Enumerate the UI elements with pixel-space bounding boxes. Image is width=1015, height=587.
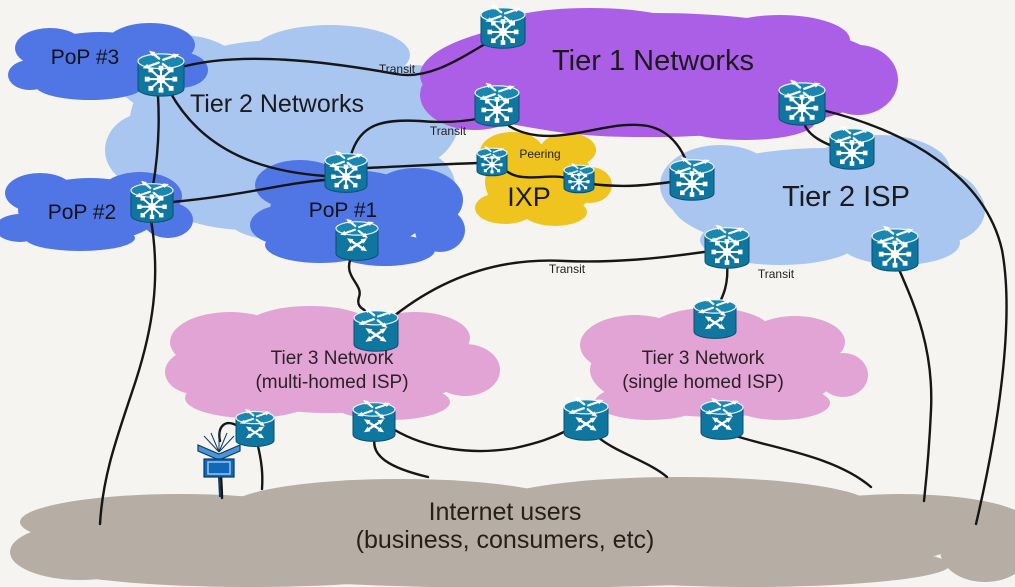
x-arrows-icon — [704, 316, 726, 330]
router-top-arrows-icon — [357, 399, 391, 420]
edge-t3multi-p-to-antenna — [218, 421, 240, 443]
router-tier2isp-low-router — [704, 224, 750, 269]
router-tier2isp-right-router — [871, 225, 919, 272]
router-ixp-left-router — [476, 146, 508, 177]
tier3-multi-label-1: (multi-homed ISP) — [255, 372, 408, 393]
hub-face-icon — [481, 97, 513, 123]
hub-face-icon — [144, 65, 178, 93]
edge-pop1rtr-to-tier1low — [349, 116, 484, 157]
router-top-arrows-icon — [329, 150, 363, 171]
cloud-pop1 — [250, 160, 465, 266]
router-mid-access-router — [563, 396, 609, 441]
router-top-arrows-icon — [876, 225, 914, 247]
router-tier1-top-router — [480, 4, 526, 49]
edge-pop3rtr-to-pop1rtr — [168, 90, 327, 178]
router-top-arrows-icon — [709, 224, 745, 245]
hub-face-icon — [878, 240, 912, 268]
edge-t3multi-to-midrtr — [391, 427, 568, 453]
cloud-tier3-multi — [165, 306, 500, 420]
router-top-arrows-icon — [340, 218, 374, 239]
router-pop2-router — [130, 180, 174, 223]
x-arrows-icon — [346, 238, 368, 252]
edge-t1right-to-users — [820, 108, 1008, 526]
edge-label-transit-3: Transit — [549, 262, 586, 276]
router-top-arrows-icon — [479, 82, 515, 103]
router-tier2isp-top-router — [829, 125, 875, 170]
edge-midrtr-to-users — [596, 435, 669, 479]
edge-label-transit-1: Transit — [379, 62, 416, 76]
router-pop3-router — [137, 50, 185, 97]
edge-pop2rtr-to-users — [98, 218, 157, 526]
edge-pop3rtr-to-pop2rtr — [151, 94, 160, 188]
hub-face-icon — [836, 140, 868, 166]
tier2-networks-label-0: Tier 2 Networks — [190, 90, 364, 118]
edge-ixp-left-to-ixp-inner — [503, 168, 568, 180]
router-tier1-low-router — [474, 82, 520, 127]
pop1-label-0: PoP #1 — [309, 199, 378, 222]
pop3-label-0: PoP #3 — [51, 46, 120, 69]
router-pop1-router — [324, 150, 368, 193]
edge-pop2rtr-to-pop1rtr — [170, 178, 327, 204]
x-arrows-icon — [363, 419, 385, 433]
router-ixp-inner-router — [563, 163, 595, 194]
tier3-single-label-0: Tier 3 Network — [642, 348, 765, 369]
wireless-antenna-icon — [197, 431, 241, 498]
x-arrows-icon — [365, 328, 387, 342]
x-arrows-icon — [711, 417, 733, 431]
edge-pop3rtr-to-tier1top — [176, 39, 492, 77]
hub-face-icon — [331, 164, 361, 190]
router-t3single-s-router — [700, 397, 744, 440]
edge-isp-right-to-users — [896, 265, 933, 503]
x-arrows-icon — [245, 426, 265, 439]
tier2-isp-label-0: Tier 2 ISP — [782, 181, 910, 213]
cloud-tier3-single — [580, 308, 868, 420]
hub-face-icon — [676, 171, 708, 197]
internet-users-label-0: Internet users — [429, 498, 582, 526]
router-tier1-right-router — [778, 79, 826, 126]
edge-pop1rtr-to-ixp-left — [364, 161, 480, 170]
hub-face-icon — [137, 194, 167, 220]
x-arrows-icon — [575, 417, 597, 431]
router-top-arrows-icon — [674, 156, 710, 177]
router-top-arrows-icon — [480, 146, 504, 160]
edge-tier1low-to-tier2isp — [507, 123, 687, 160]
layer-nodes — [130, 4, 919, 498]
router-t3multi-sw-router — [235, 408, 275, 447]
hub-face-icon — [785, 94, 819, 122]
edge-label-peering: Peering — [519, 147, 560, 161]
tier3-multi-label-0: Tier 3 Network — [271, 348, 394, 369]
router-top-arrows-icon — [567, 163, 591, 177]
router-t3multi-s-router — [352, 399, 396, 442]
hub-face-icon — [711, 239, 743, 265]
router-top-arrows-icon — [142, 50, 180, 72]
router-pop1-lower-router — [335, 218, 379, 261]
router-t3single-top-router — [693, 296, 737, 339]
hub-face-icon — [481, 155, 503, 174]
edge-t3single-to-users — [734, 434, 873, 489]
pop2-label-0: PoP #2 — [48, 201, 117, 224]
router-top-arrows-icon — [705, 397, 739, 418]
ixp-label-0: IXP — [507, 182, 551, 212]
router-t3multi-top-router — [353, 307, 399, 352]
router-tier2isp-west-router — [669, 156, 715, 201]
cloud-internet-users — [10, 477, 1015, 587]
router-top-arrows-icon — [698, 296, 732, 317]
edge-label-transit-2: Transit — [430, 124, 467, 138]
router-top-arrows-icon — [239, 408, 271, 427]
internet-users-label-1: (business, consumers, etc) — [356, 526, 655, 554]
tier1-networks-label-0: Tier 1 Networks — [552, 45, 754, 77]
tier3-single-label-1: (single homed ISP) — [622, 372, 784, 393]
edge-t3multi-to-isp-low — [392, 250, 706, 318]
edge-label-transit-4: Transit — [758, 267, 795, 281]
edge-t3multi-q-to-users — [373, 435, 430, 479]
router-top-arrows-icon — [358, 307, 394, 328]
router-top-arrows-icon — [568, 396, 604, 417]
hub-face-icon — [487, 19, 519, 45]
hub-face-icon — [568, 172, 590, 191]
edge-ixp-inner-to-tier2isp — [590, 180, 673, 188]
